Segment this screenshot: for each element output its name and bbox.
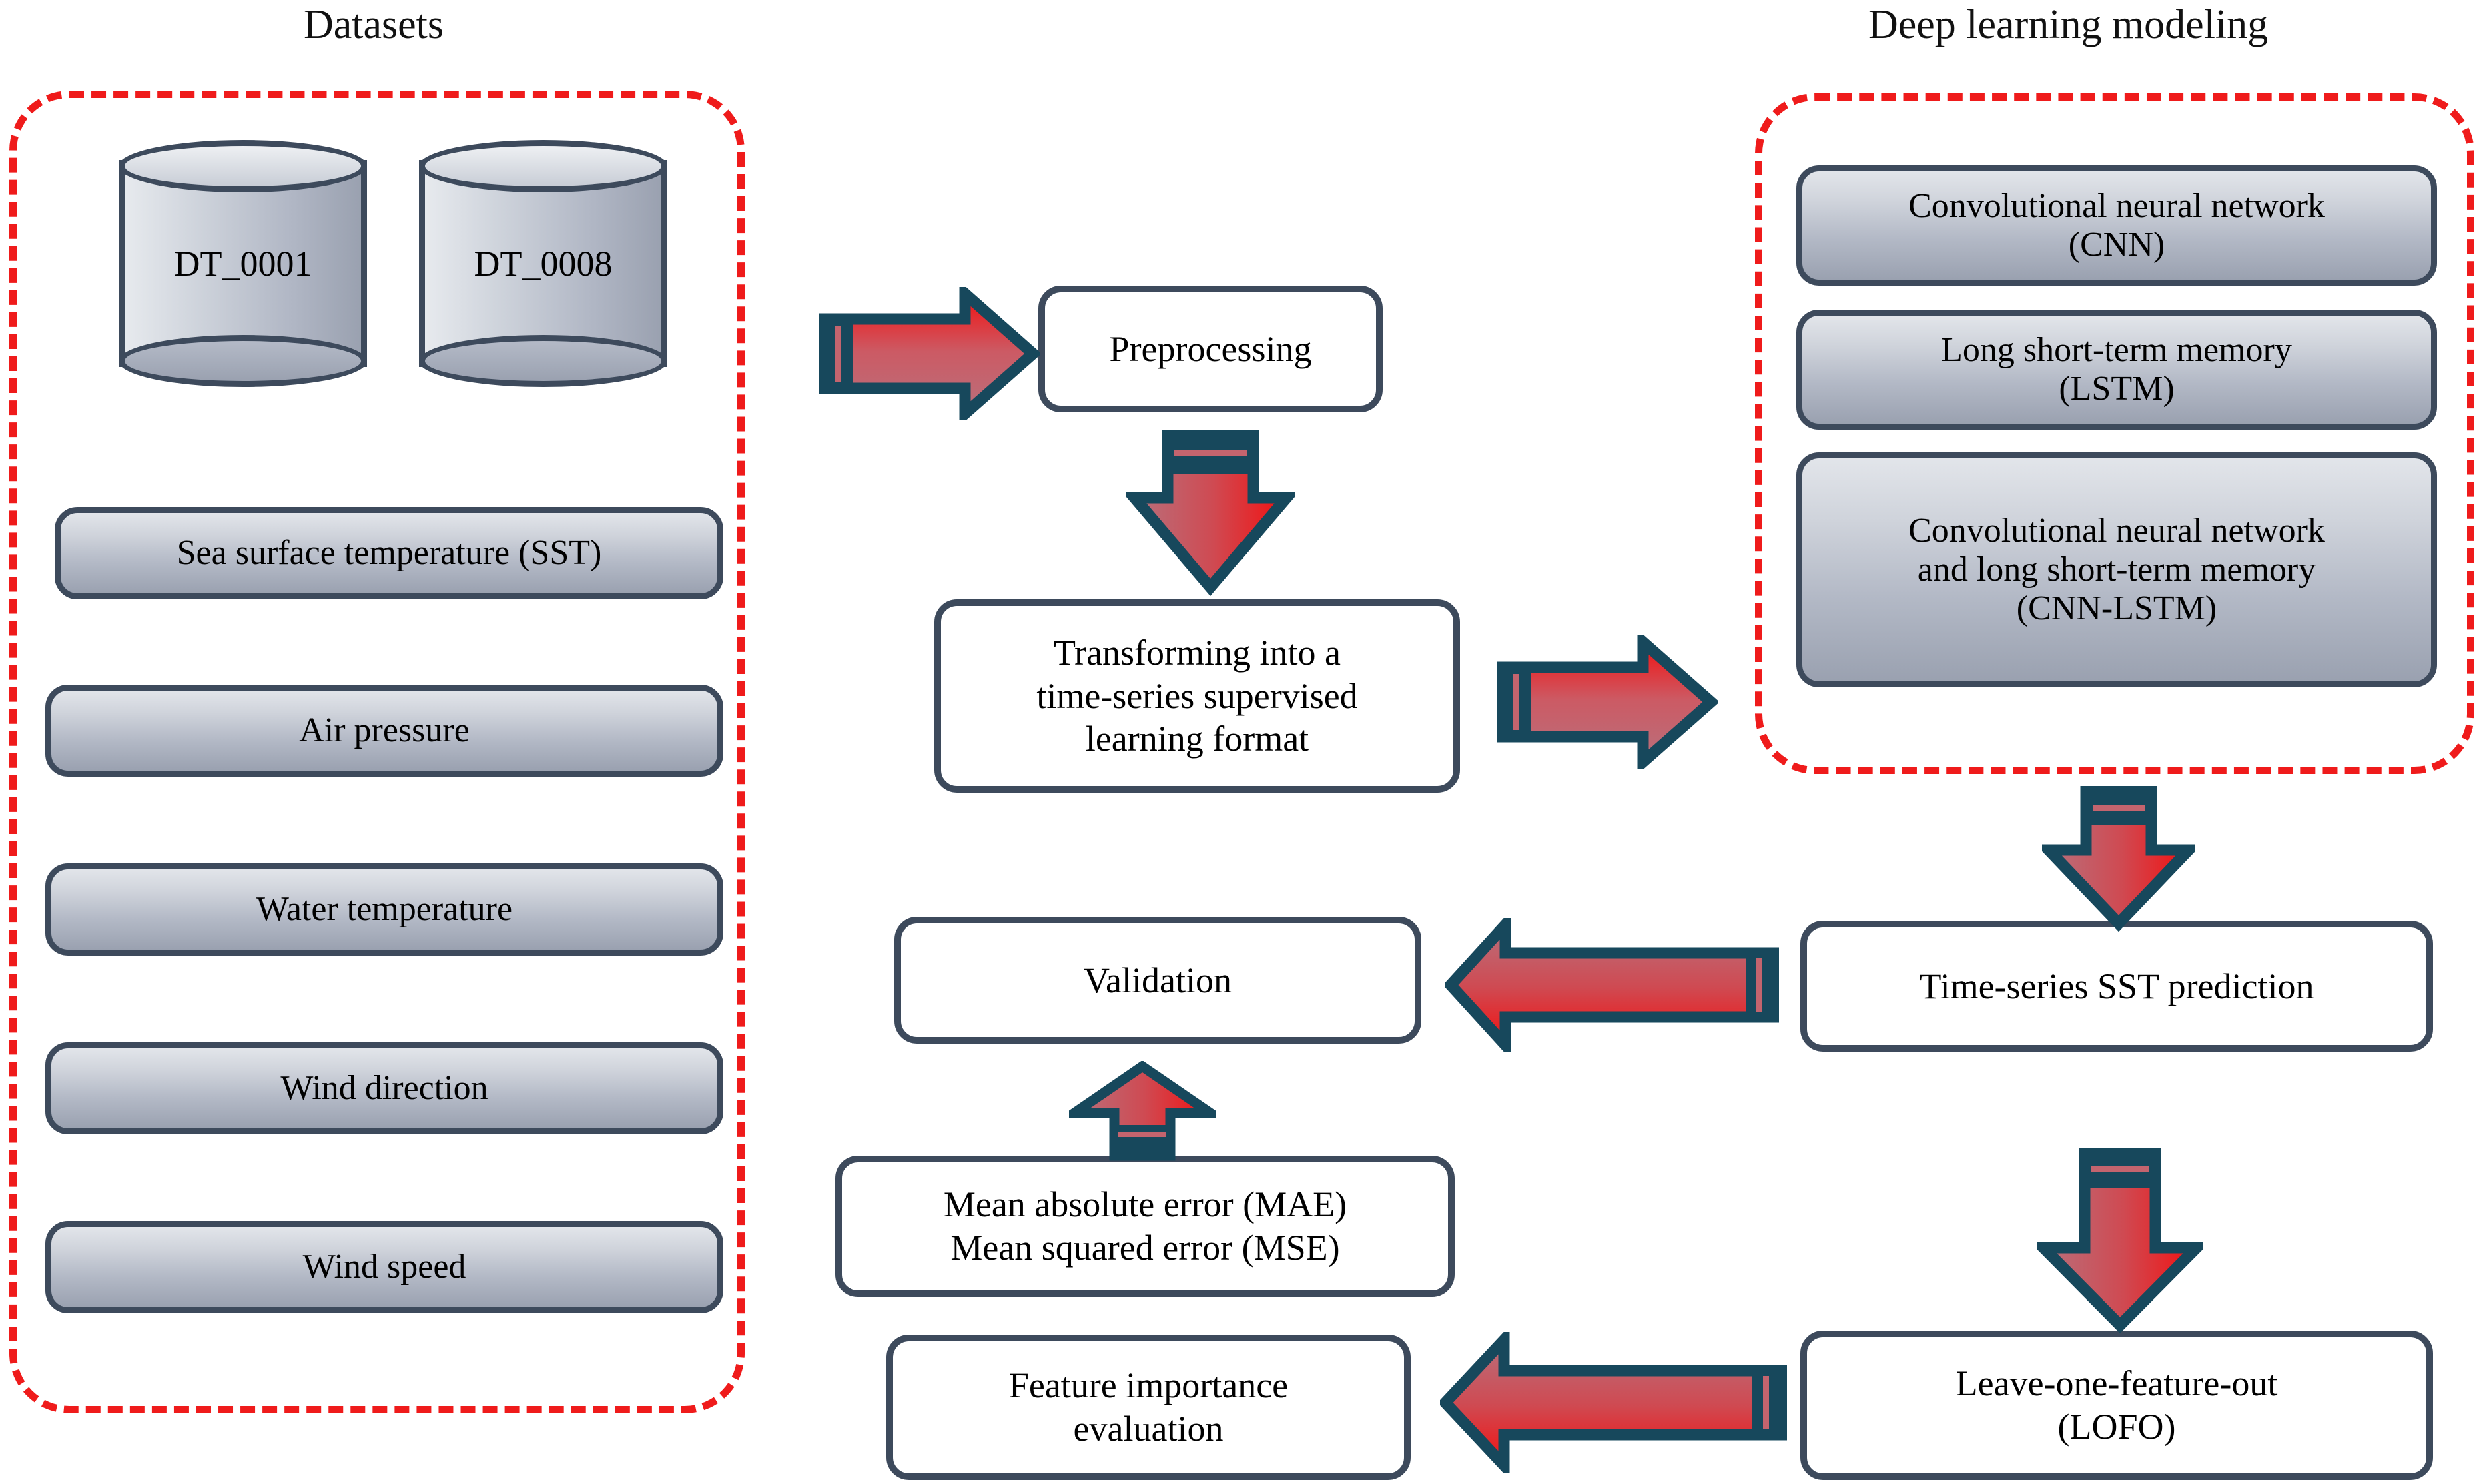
arrow-metrics-to-validation — [1069, 1061, 1216, 1161]
modeling-panel-boundary — [1755, 93, 2474, 774]
feature-box-wind-direction[interactable]: Wind direction — [45, 1042, 723, 1134]
model-label-line1: Convolutional neural network — [1908, 186, 2325, 225]
dataset-cylinder-dt0001[interactable]: DT_0001 — [119, 140, 367, 387]
feature-box-sst[interactable]: Sea surface temperature (SST) — [55, 507, 723, 599]
cylinder-body — [119, 160, 367, 367]
arrow-prediction-to-lofo — [2037, 1148, 2203, 1333]
feature-importance-label-line1: Feature importance — [1008, 1365, 1289, 1406]
prediction-label: Time-series SST prediction — [1919, 966, 2314, 1006]
modeling-group-title: Deep learning modeling — [1868, 2, 2269, 47]
arrow-preprocessing-to-transforming — [1126, 430, 1295, 598]
arrow-prediction-to-validation — [1445, 918, 1779, 1052]
dataset-cylinder-dt0008[interactable]: DT_0008 — [419, 140, 667, 387]
model-label-line1: Convolutional neural network — [1908, 511, 2325, 550]
feature-box-wind-speed[interactable]: Wind speed — [45, 1221, 723, 1313]
feature-label: Wind speed — [302, 1247, 466, 1286]
pipeline-box-metrics[interactable]: Mean absolute error (MAE) Mean squared e… — [835, 1156, 1455, 1297]
arrow-datasets-to-preprocessing — [819, 287, 1040, 420]
datasets-panel-boundary — [9, 91, 745, 1413]
model-label-line2: (CNN) — [2068, 226, 2165, 264]
cylinder-bottom-ellipse — [119, 335, 367, 387]
model-label-line3: (CNN-LSTM) — [2016, 589, 2217, 628]
feature-label: Air pressure — [299, 711, 470, 749]
feature-box-water-temperature[interactable]: Water temperature — [45, 863, 723, 956]
model-box-lstm[interactable]: Long short-term memory (LSTM) — [1796, 310, 2437, 430]
cylinder-top-ellipse — [119, 140, 367, 192]
dataset-cylinder-label: DT_0008 — [474, 244, 613, 284]
transforming-label-line3: learning format — [1085, 719, 1309, 759]
model-label-line2: and long short-term memory — [1917, 550, 2316, 589]
feature-label: Sea surface temperature (SST) — [176, 533, 602, 572]
arrow-modeling-to-prediction — [2042, 786, 2195, 932]
dataset-cylinder-label: DT_0001 — [173, 244, 312, 284]
feature-box-air-pressure[interactable]: Air pressure — [45, 685, 723, 777]
transforming-label-line2: time-series supervised — [1036, 675, 1358, 716]
lofo-label-line2: (LOFO) — [2057, 1407, 2176, 1447]
pipeline-box-validation[interactable]: Validation — [894, 917, 1421, 1044]
pipeline-box-preprocessing[interactable]: Preprocessing — [1038, 286, 1383, 412]
model-label-line2: (LSTM) — [2059, 370, 2175, 408]
model-box-cnn-lstm[interactable]: Convolutional neural network and long sh… — [1796, 452, 2437, 687]
pipeline-box-lofo[interactable]: Leave-one-feature-out (LOFO) — [1800, 1331, 2433, 1480]
pipeline-box-transforming[interactable]: Transforming into a time-series supervis… — [934, 599, 1460, 793]
feature-label: Water temperature — [256, 889, 513, 928]
metrics-label-mse: Mean squared error (MSE) — [950, 1228, 1340, 1268]
pipeline-box-feature-importance[interactable]: Feature importance evaluation — [886, 1335, 1411, 1480]
lofo-label-line1: Leave-one-feature-out — [1955, 1363, 2278, 1404]
arrow-lofo-to-feature-importance — [1440, 1332, 1787, 1473]
transforming-label-line1: Transforming into a — [1054, 632, 1341, 673]
preprocessing-label: Preprocessing — [1109, 328, 1312, 369]
validation-label: Validation — [1084, 960, 1232, 1000]
cylinder-body — [419, 160, 667, 367]
feature-label: Wind direction — [280, 1068, 488, 1107]
model-label-line1: Long short-term memory — [1941, 330, 2292, 369]
metrics-label-mae: Mean absolute error (MAE) — [943, 1184, 1347, 1225]
datasets-group-title: Datasets — [304, 2, 444, 47]
cylinder-top-ellipse — [419, 140, 667, 192]
cylinder-bottom-ellipse — [419, 335, 667, 387]
feature-importance-label-line2: evaluation — [1073, 1409, 1224, 1449]
pipeline-box-prediction[interactable]: Time-series SST prediction — [1800, 921, 2433, 1052]
arrow-transforming-to-modeling — [1497, 635, 1718, 769]
model-box-cnn[interactable]: Convolutional neural network (CNN) — [1796, 165, 2437, 286]
